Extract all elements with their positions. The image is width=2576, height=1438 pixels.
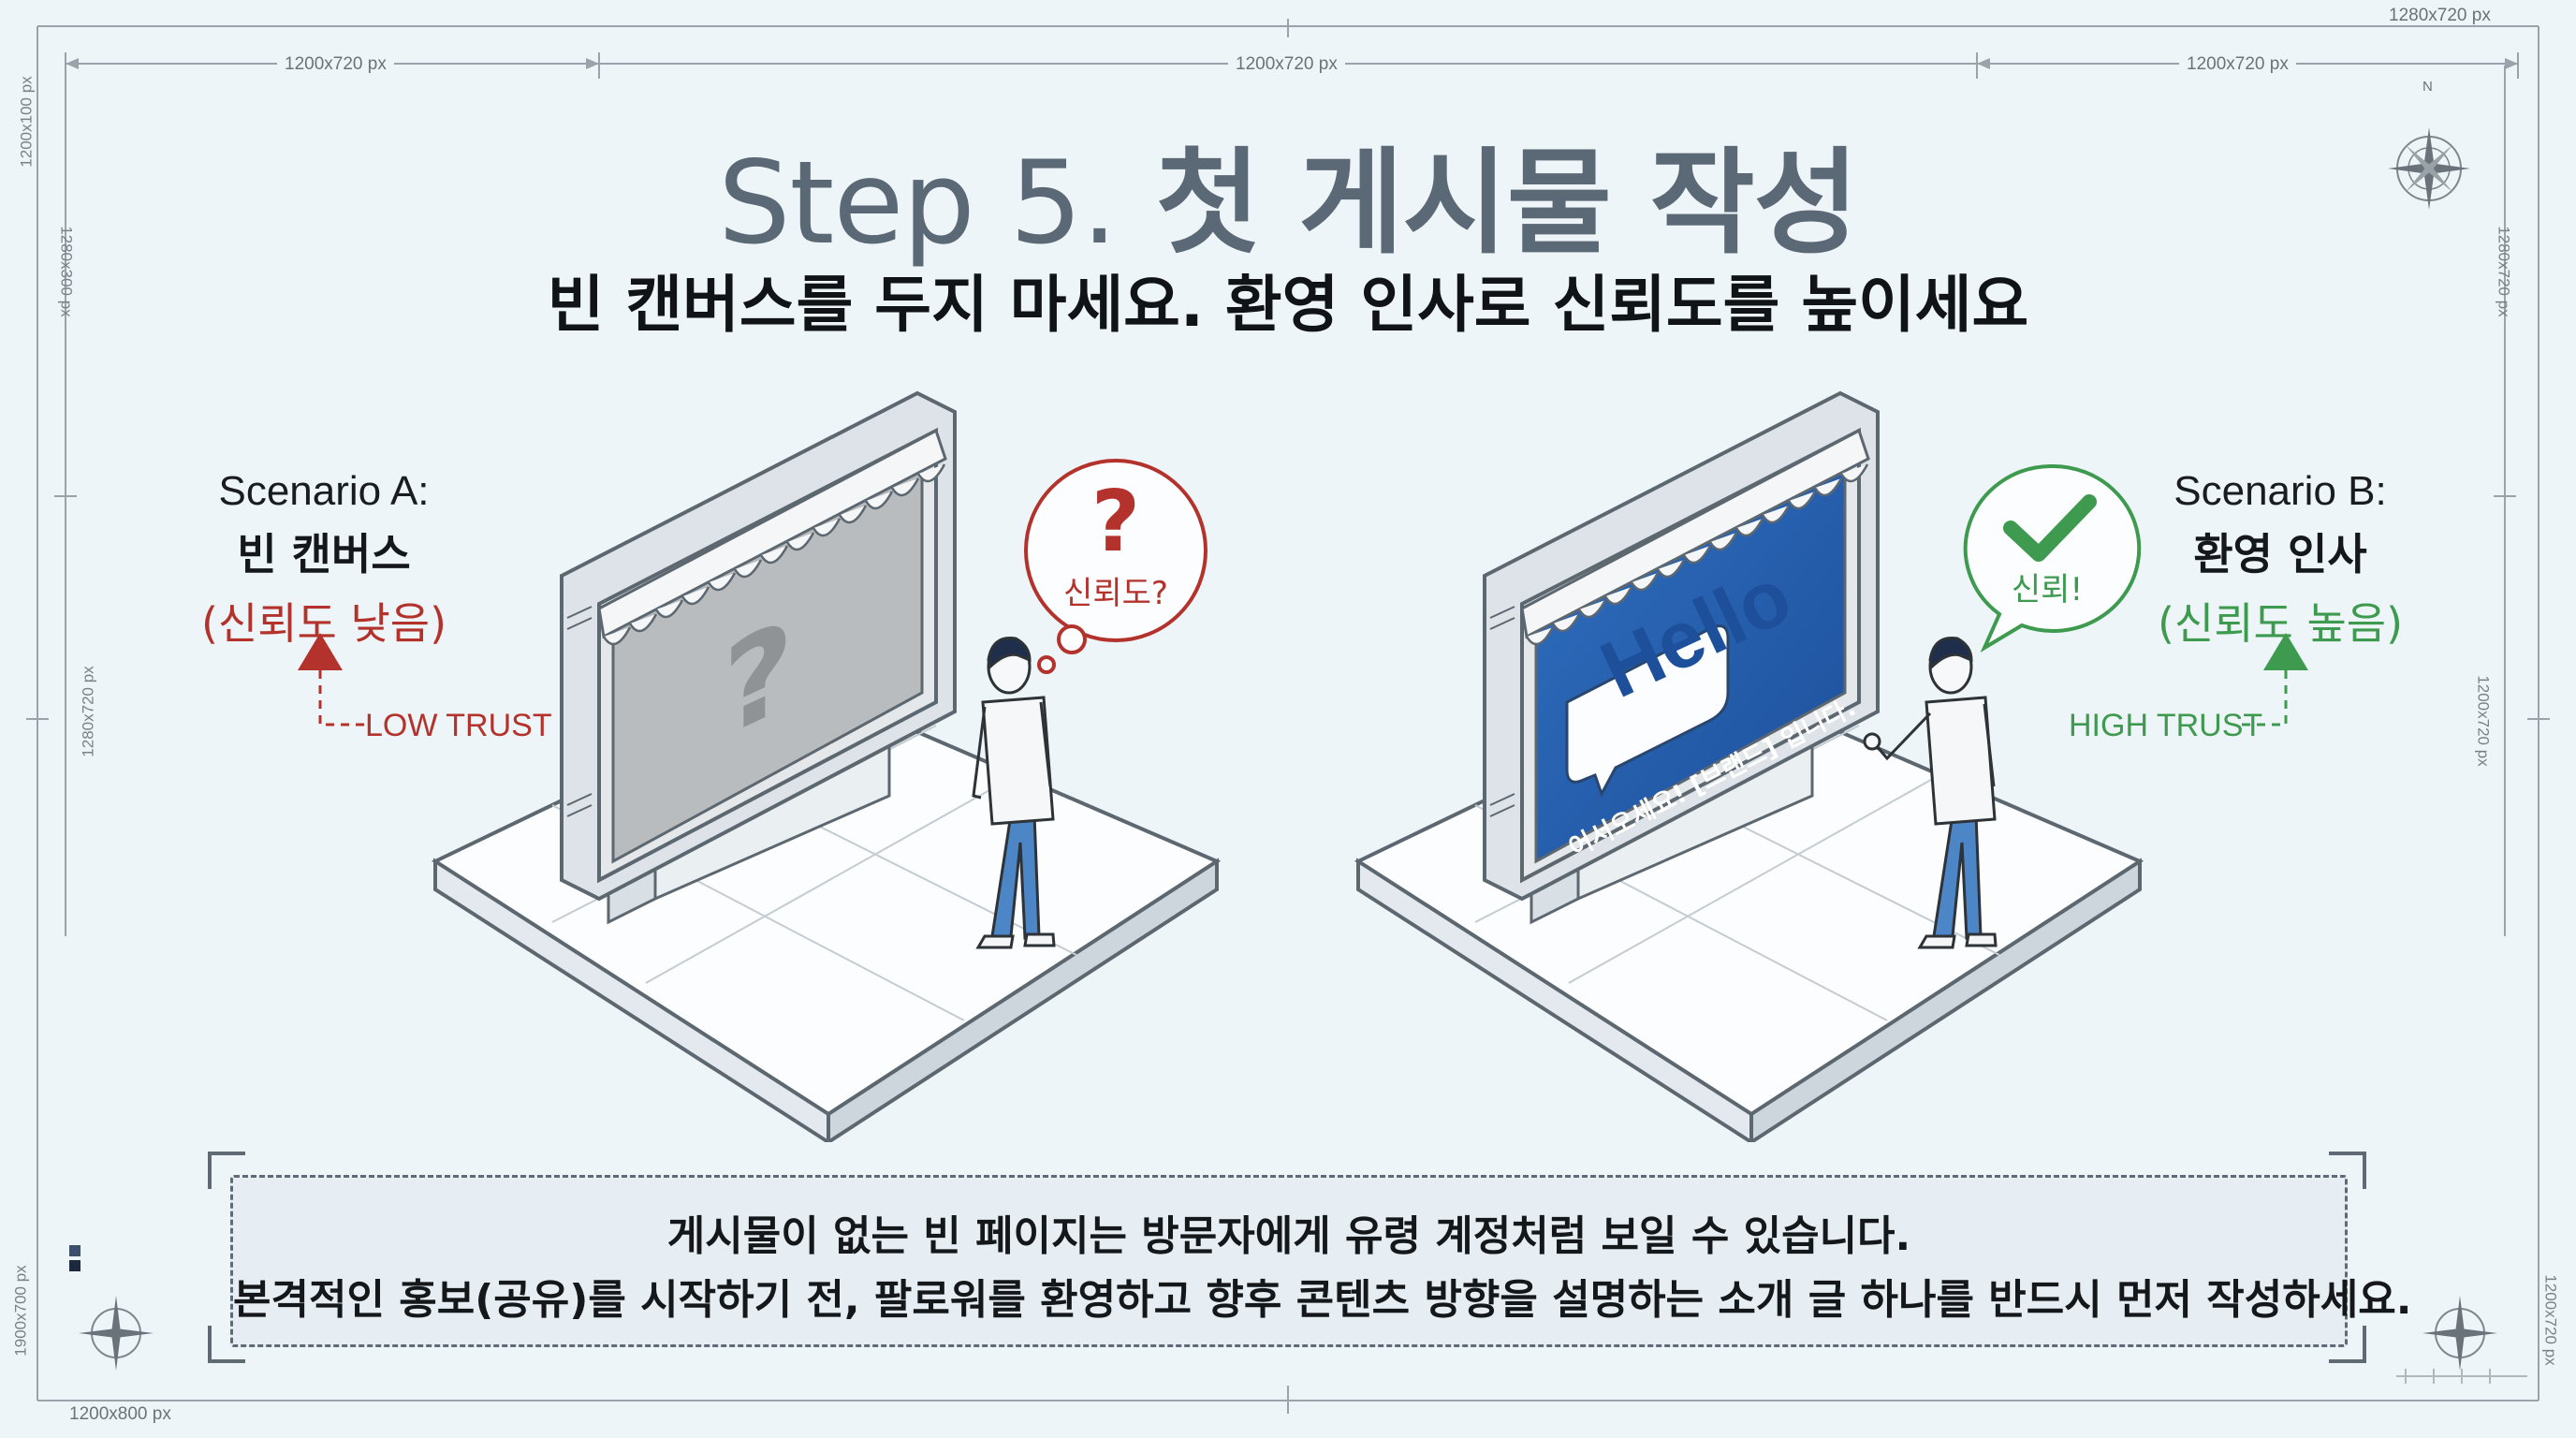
title-main: 첫 게시물 작성 bbox=[1155, 137, 1859, 270]
low-trust-label: LOW TRUST bbox=[365, 708, 552, 743]
legend-swatch bbox=[69, 1260, 80, 1271]
scenario-a-bubble-text: 신뢰도? bbox=[1063, 575, 1168, 612]
scenario-b-name: 환영 인사 bbox=[2193, 529, 2367, 580]
scenario-a-illustration: ? bbox=[431, 390, 1222, 1142]
scenario-b-bubble-text: 신뢰! bbox=[2011, 571, 2084, 609]
dim-label-left-middle: 1280x720 px bbox=[79, 666, 97, 757]
dim-label-right-middle: 1200x720 px bbox=[2474, 675, 2493, 767]
page-title: Step 5. 첫 게시물 작성 bbox=[0, 110, 2576, 276]
scenario-b-title: Scenario B: bbox=[2174, 468, 2387, 514]
dim-label-right-bottom: 1200x720 px bbox=[2541, 1274, 2560, 1366]
compass-north-label: N bbox=[2422, 79, 2433, 95]
compass-rose-icon bbox=[2388, 127, 2470, 210]
scenario-a-thought-bubble: ? bbox=[1024, 459, 1208, 674]
low-trust-arrow-icon bbox=[298, 633, 365, 726]
scenario-b-trust-level: (신뢰도 높음) bbox=[2157, 598, 2404, 649]
dim-label-bottom-left: 1200x800 px bbox=[69, 1404, 171, 1424]
note-line-2: 본격적인 홍보(공유)를 시작하기 전, 팔로워를 환영하고 향후 콘텐츠 방향… bbox=[233, 1276, 2412, 1324]
high-trust-arrow-icon bbox=[2235, 633, 2308, 726]
dim-label-top-right-inner: 1200x720 px bbox=[2179, 54, 2296, 75]
scenario-a-title: Scenario A: bbox=[218, 468, 430, 514]
dim-label-left-bottom: 1900x700 px bbox=[11, 1265, 30, 1357]
scenario-a-name: 빈 캔버스 bbox=[237, 529, 411, 580]
dim-label-top-right: 1280x720 px bbox=[2389, 6, 2491, 25]
high-trust-label: HIGH TRUST bbox=[2069, 708, 2263, 743]
svg-text:?: ? bbox=[723, 592, 793, 766]
legend-swatch bbox=[69, 1245, 80, 1256]
scenario-b-label: Scenario B: 환영 인사 (신뢰도 높음) bbox=[2140, 468, 2421, 652]
title-step-prefix: Step 5. bbox=[718, 137, 1118, 270]
compass-rose-icon bbox=[2422, 1296, 2497, 1371]
scenario-b-illustration bbox=[1354, 390, 2144, 1142]
compass-rose-icon bbox=[79, 1296, 154, 1371]
info-note-box: 게시물이 없는 빈 페이지는 방문자에게 유령 계정처럼 보일 수 있습니다. … bbox=[230, 1175, 2412, 1347]
dim-label-top-center: 1200x720 px bbox=[1228, 54, 1345, 75]
scenario-b-speech-bubble bbox=[1963, 463, 2142, 653]
dim-label-top-left: 1200x720 px bbox=[277, 54, 394, 75]
page-subtitle: 빈 캔버스를 두지 마세요. 환영 인사로 신뢰도를 높이세요 bbox=[547, 269, 2029, 341]
svg-text:?: ? bbox=[1091, 473, 1140, 571]
note-line-1: 게시물이 없는 빈 페이지는 방문자에게 유령 계정처럼 보일 수 있습니다. bbox=[666, 1212, 1911, 1260]
